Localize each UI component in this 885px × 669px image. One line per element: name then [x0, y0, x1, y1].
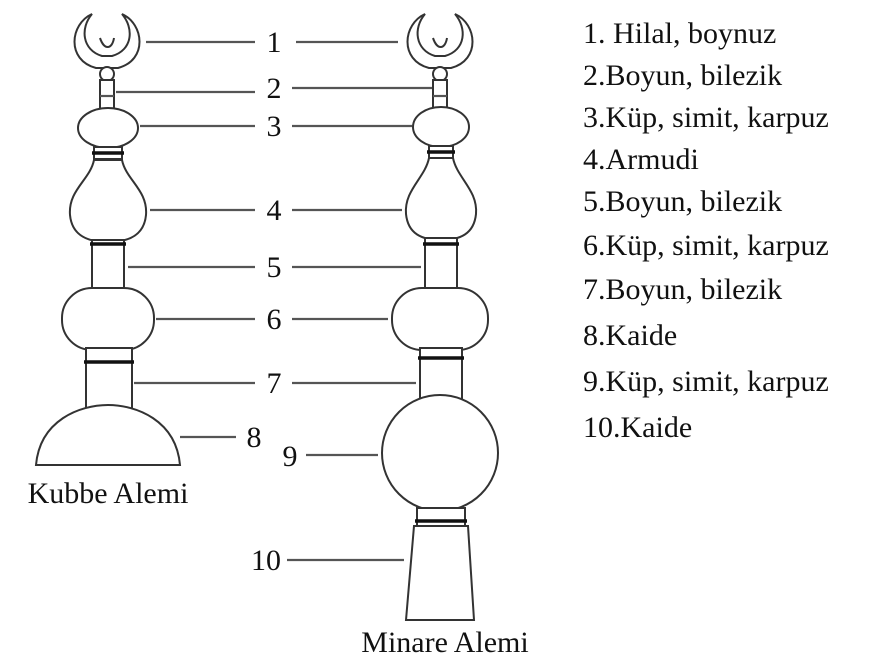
caption-dome-finial: Kubbe Alemi: [28, 477, 189, 510]
legend-item-2: 2.Boyun, bilezik: [583, 59, 782, 92]
minaret-finial: [381, 13, 499, 621]
callout-3: 3: [267, 110, 282, 143]
minaret-base-10: [404, 525, 476, 621]
callout-9: 9: [283, 440, 298, 473]
dome-finial: [34, 13, 182, 466]
minaret-neck-5: [424, 237, 458, 291]
callout-7: 7: [267, 367, 282, 400]
callout-numbers: 1 2 3 4 5 6 7 8 9 10: [247, 26, 298, 577]
callout-8: 8: [247, 421, 262, 454]
legend-item-6: 6.Küp, simit, karpuz: [583, 229, 829, 262]
callout-4: 4: [267, 194, 282, 227]
legend-item-10: 10.Kaide: [583, 411, 692, 444]
legend-item-8: 8.Kaide: [583, 319, 677, 352]
minaret-crescent-ball: [432, 66, 448, 82]
callout-6: 6: [267, 303, 282, 336]
caption-minaret-finial: Minare Alemi: [361, 626, 528, 659]
dome-ball-6: [61, 287, 155, 351]
dome-crescent-ball: [99, 66, 115, 82]
minaret-ring-3: [412, 106, 470, 148]
legend-item-3: 3.Küp, simit, karpuz: [583, 101, 829, 134]
callout-1: 1: [267, 26, 282, 59]
dome-ring-3: [77, 107, 139, 149]
dome-base-8: [34, 403, 182, 466]
minaret-pear-4: [404, 157, 478, 242]
dome-neck-5: [91, 239, 125, 291]
legend-item-9: 9.Küp, simit, karpuz: [583, 365, 829, 398]
dome-neck-7: [85, 347, 133, 411]
callout-10: 10: [251, 544, 281, 577]
dome-crescent: [73, 13, 141, 69]
leader-lines: [116, 40, 432, 562]
legend: 1. Hilal, boynuz 2.Boyun, bilezik 3.Küp,…: [583, 17, 829, 444]
minaret-ball-9: [381, 394, 499, 512]
legend-item-4: 4.Armudi: [583, 143, 699, 176]
legend-item-1: 1. Hilal, boynuz: [583, 17, 776, 50]
callout-2: 2: [267, 72, 282, 105]
callout-5: 5: [267, 251, 282, 284]
legend-item-5: 5.Boyun, bilezik: [583, 185, 782, 218]
minaret-ball-6: [391, 287, 489, 351]
dome-pear-4: [68, 159, 148, 244]
minaret-crescent: [406, 13, 474, 69]
legend-item-7: 7.Boyun, bilezik: [583, 273, 782, 306]
